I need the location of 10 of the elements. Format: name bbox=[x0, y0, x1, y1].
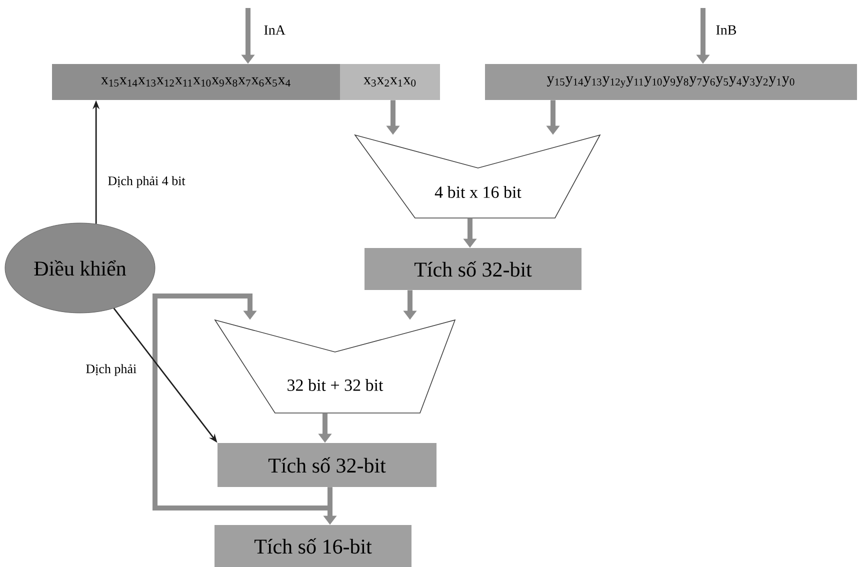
product-register: Tích số 32-bit bbox=[218, 443, 436, 487]
register-cell: x$_{3}$x$_{2}$x$_{1}$x$_{0}$ bbox=[340, 64, 440, 100]
edge-label: Dịch phải bbox=[84, 362, 138, 378]
edge-label: InA bbox=[262, 24, 287, 36]
product-register: Tích số 32-bit bbox=[364, 248, 582, 290]
register-cell: x$_{15}$x$_{14}$x$_{13}$x$_{12}$x$_{11}$x$_{10}$x$_{9}$x$_{8}$x$_{7}$x$_{6}$x$_{5}$x$_{4}$ bbox=[52, 64, 340, 100]
register-cell: y$_{15}$y$_{14}$y$_{13}$y$_{12y}$y$_{11}$y$_{10}$y$_{9}$y$_{8}$y$_{7}$y$_{6}$y$_{5}$y$_{4}$y$_{3}$y$_{2}$y$_{1}$y$_{0}$ bbox=[485, 64, 857, 100]
product-register: Tích số 16-bit bbox=[214, 525, 412, 567]
edge-label: InB bbox=[714, 24, 738, 36]
edge-label: Dịch phải 4 bit bbox=[106, 174, 187, 190]
